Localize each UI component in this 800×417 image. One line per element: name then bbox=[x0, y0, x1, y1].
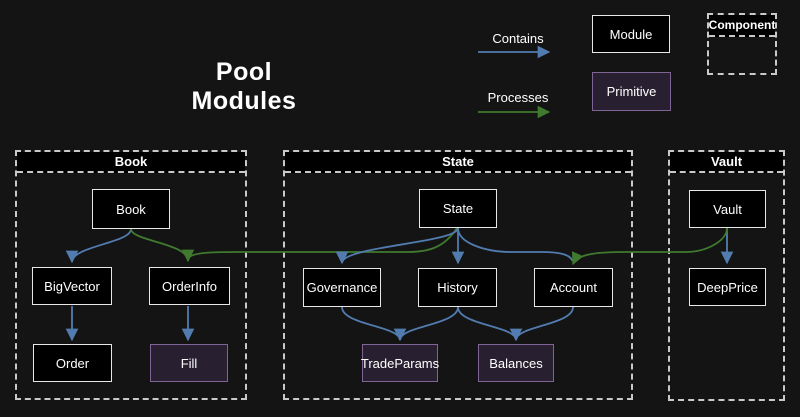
node-vault: Vault bbox=[689, 190, 766, 228]
node-balances: Balances bbox=[478, 344, 554, 382]
node-state: State bbox=[419, 189, 497, 228]
legend-primitive-box: Primitive bbox=[592, 72, 671, 111]
group-book-header: Book bbox=[17, 152, 245, 173]
node-orderinfo: OrderInfo bbox=[149, 267, 230, 305]
node-order: Order bbox=[33, 344, 112, 382]
legend-contains-label: Contains bbox=[492, 31, 544, 46]
legend-component-label: Component bbox=[709, 15, 775, 37]
node-bigvector: BigVector bbox=[32, 267, 112, 305]
node-book: Book bbox=[92, 189, 170, 229]
legend-processes-label: Processes bbox=[487, 90, 549, 105]
group-book: Book bbox=[15, 150, 247, 400]
node-account: Account bbox=[534, 268, 613, 307]
node-deepprice: DeepPrice bbox=[689, 268, 766, 306]
node-history: History bbox=[418, 268, 497, 307]
group-state-header: State bbox=[285, 152, 631, 173]
group-state: State bbox=[283, 150, 633, 400]
node-fill: Fill bbox=[150, 344, 228, 382]
legend-component-box: Component bbox=[707, 13, 777, 75]
node-tradeparams: TradeParams bbox=[361, 344, 439, 382]
group-vault-header: Vault bbox=[670, 152, 783, 173]
node-governance: Governance bbox=[303, 268, 381, 307]
legend-module-box: Module bbox=[592, 15, 670, 53]
page-title: Pool Modules bbox=[191, 58, 297, 115]
group-vault: Vault bbox=[668, 150, 785, 401]
